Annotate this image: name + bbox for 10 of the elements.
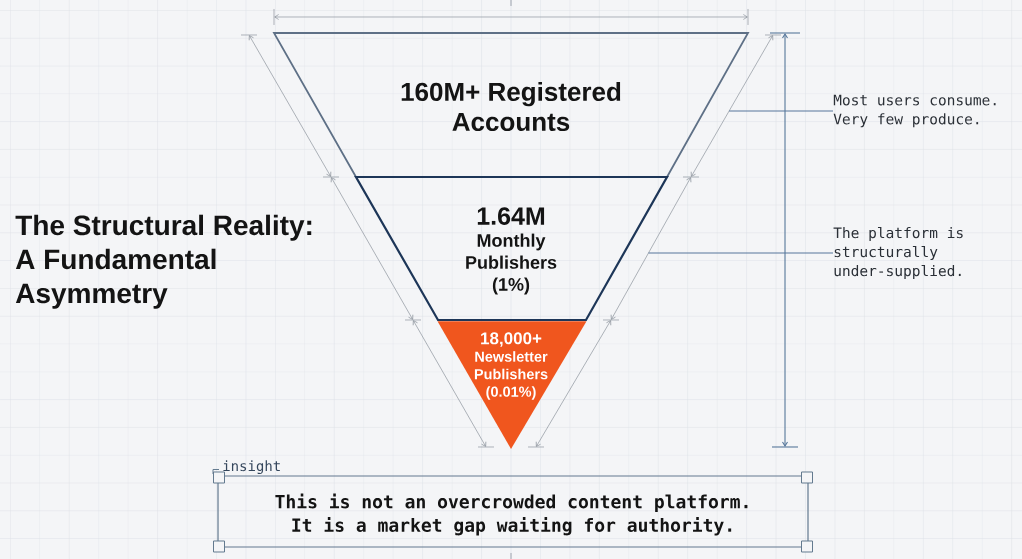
funnel-section: 160M+ Registered Accounts <box>272 32 750 178</box>
leader-line <box>647 252 834 254</box>
heading: The Structural Reality: A Fundamental Asymmetry <box>15 214 312 309</box>
annotation-note: Most users consume. Very few produce. <box>833 94 996 128</box>
funnel-section: 1.64M Monthly Publishers (1%) <box>354 175 669 322</box>
leader-line <box>728 110 834 112</box>
box-tag: insight <box>212 460 280 475</box>
funnel-section: 18,000+ Newsletter Publishers (0.01%) <box>437 321 587 449</box>
annotation-note: The platform is structurally under-supplied. <box>833 226 963 280</box>
callout-box: This is not an overcrowded content platform. It is a market gap waiting for authority. <box>217 475 809 548</box>
